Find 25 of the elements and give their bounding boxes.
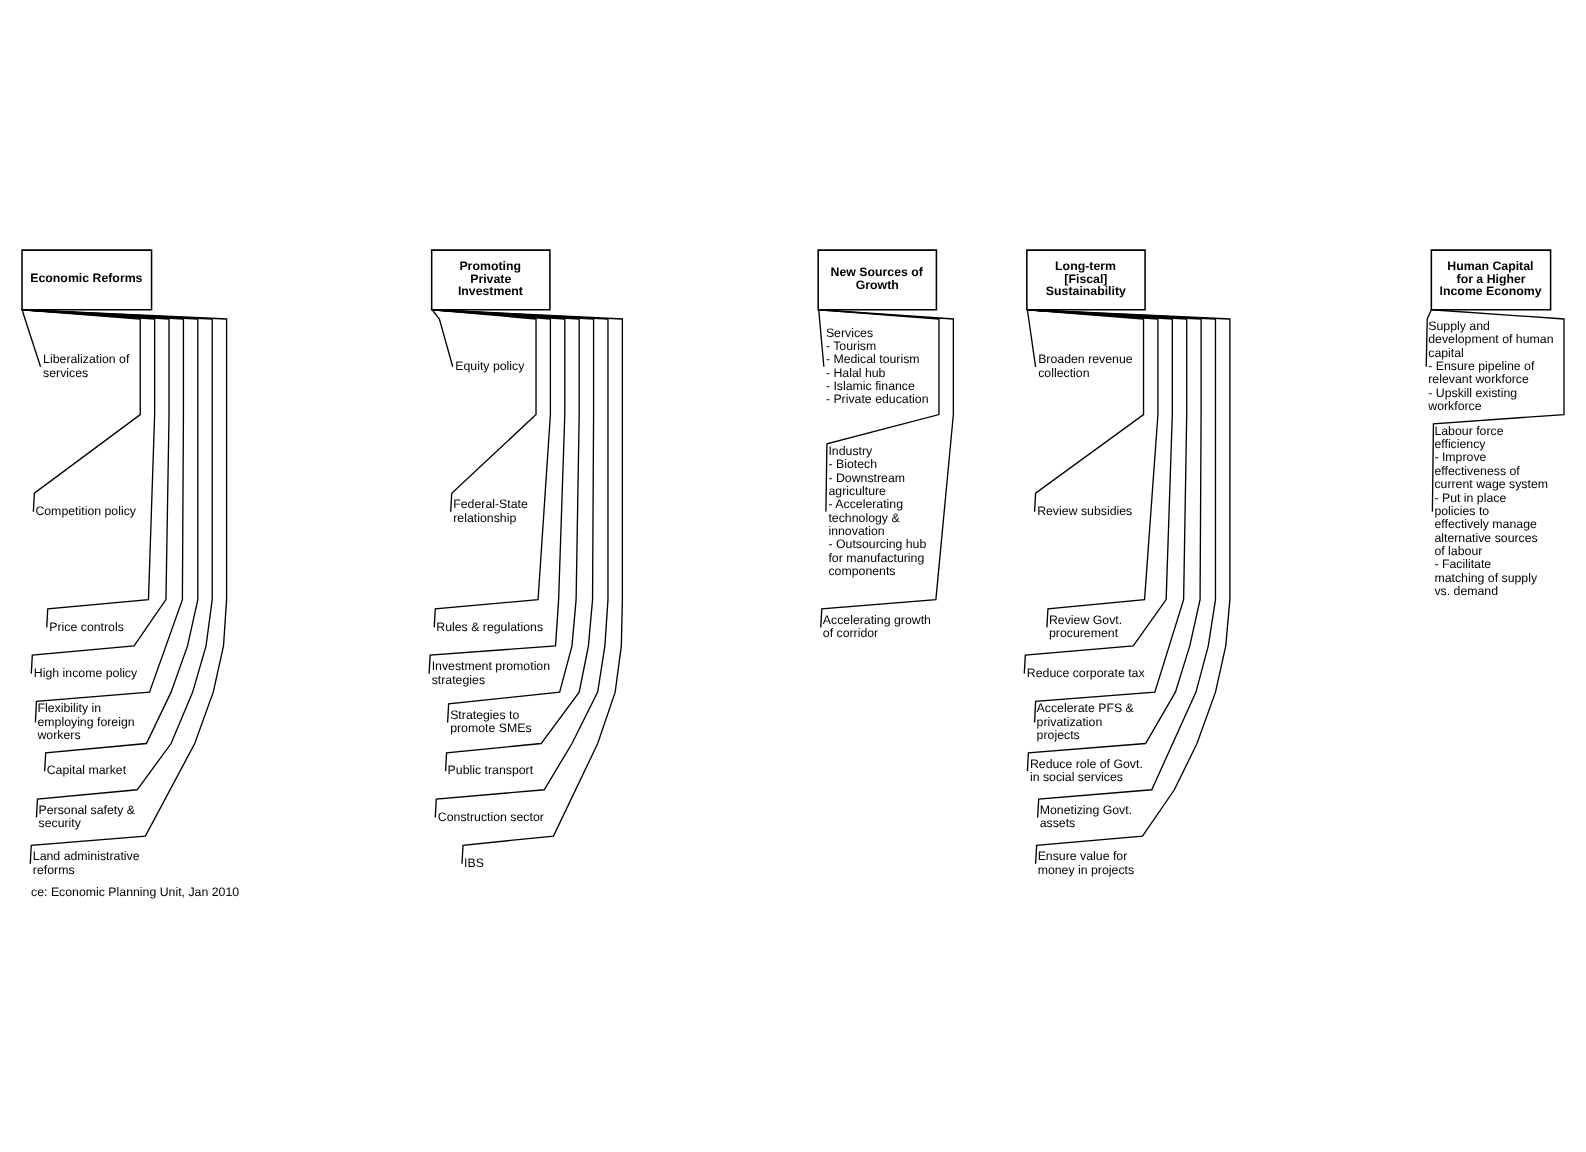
connector	[431, 308, 609, 818]
connector	[431, 308, 454, 367]
connector	[428, 308, 566, 674]
connector	[818, 308, 940, 512]
connector	[1026, 308, 1159, 628]
connector	[21, 308, 141, 512]
connector	[1026, 308, 1202, 771]
connector	[431, 308, 624, 864]
connector	[431, 308, 537, 512]
connector	[1430, 308, 1565, 512]
connector	[1425, 308, 1433, 367]
connector	[1026, 308, 1037, 367]
connector	[21, 308, 185, 723]
connector	[21, 308, 170, 674]
connector	[1023, 308, 1173, 674]
connector	[1026, 308, 1188, 723]
connector	[818, 308, 955, 628]
connector	[431, 308, 580, 723]
connector	[818, 308, 825, 367]
connector	[21, 308, 42, 367]
connector	[21, 308, 199, 771]
connector	[431, 308, 552, 628]
connector	[1026, 308, 1145, 512]
connector	[431, 308, 595, 771]
connector	[21, 308, 156, 628]
